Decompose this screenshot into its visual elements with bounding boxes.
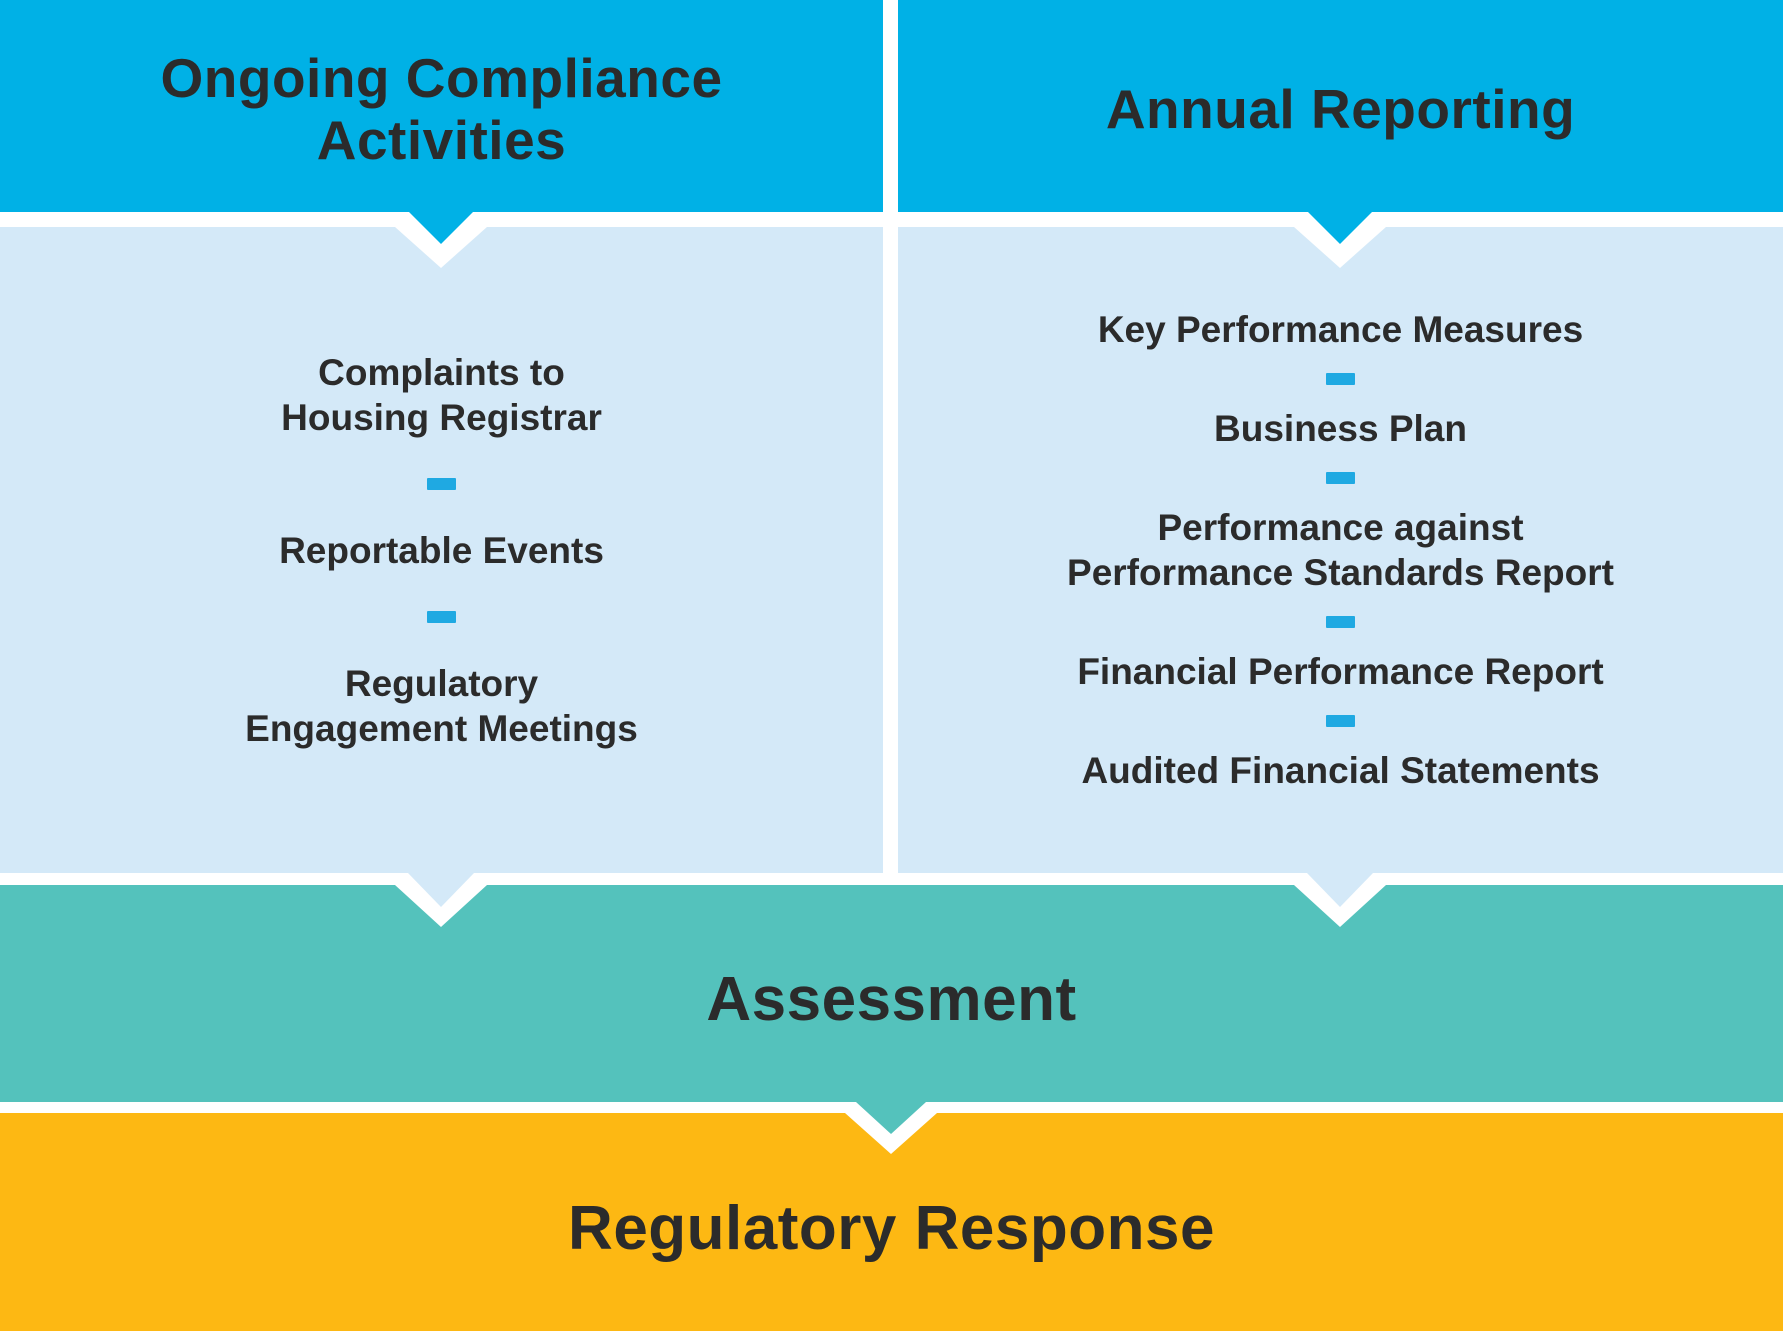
assessment-band: Assessment (0, 885, 1783, 1102)
dash-divider-icon (1326, 373, 1355, 385)
ongoing-compliance-title: Ongoing Compliance Activities (160, 47, 723, 171)
down-arrow-ongoing-header-icon (395, 212, 487, 268)
list-item: Financial Performance Report (1077, 651, 1604, 692)
assessment-label: Assessment (706, 965, 1077, 1034)
dash-divider-icon (427, 477, 456, 490)
down-arrow-assessment-to-response-icon (845, 1102, 937, 1154)
regulatory-response-label: Regulatory Response (568, 1193, 1215, 1263)
list-item: Performance against Performance Standard… (1067, 507, 1614, 593)
panel-annual-reporting-items: Key Performance Measures Business Plan P… (898, 227, 1783, 873)
dash-divider-icon (1326, 616, 1355, 628)
down-arrow-annual-header-icon (1294, 212, 1386, 268)
column-header-ongoing-compliance: Ongoing Compliance Activities (0, 0, 883, 212)
dash-divider-icon (1326, 715, 1355, 727)
down-arrow-ongoing-to-assessment-icon (395, 873, 487, 927)
panel-ongoing-compliance-items: Complaints to Housing Registrar Reportab… (0, 227, 883, 873)
list-item: Key Performance Measures (1097, 309, 1584, 350)
column-header-annual-reporting: Annual Reporting (898, 0, 1783, 212)
annual-reporting-title: Annual Reporting (1105, 78, 1576, 140)
list-item: Reportable Events (279, 529, 604, 571)
list-item: Regulatory Engagement Meetings (245, 662, 638, 749)
dash-divider-icon (1326, 472, 1355, 484)
list-item: Audited Financial Statements (1081, 750, 1600, 791)
list-item: Business Plan (1214, 408, 1467, 449)
list-item: Complaints to Housing Registrar (281, 351, 602, 438)
down-arrow-annual-to-assessment-icon (1294, 873, 1386, 927)
dash-divider-icon (427, 610, 456, 623)
